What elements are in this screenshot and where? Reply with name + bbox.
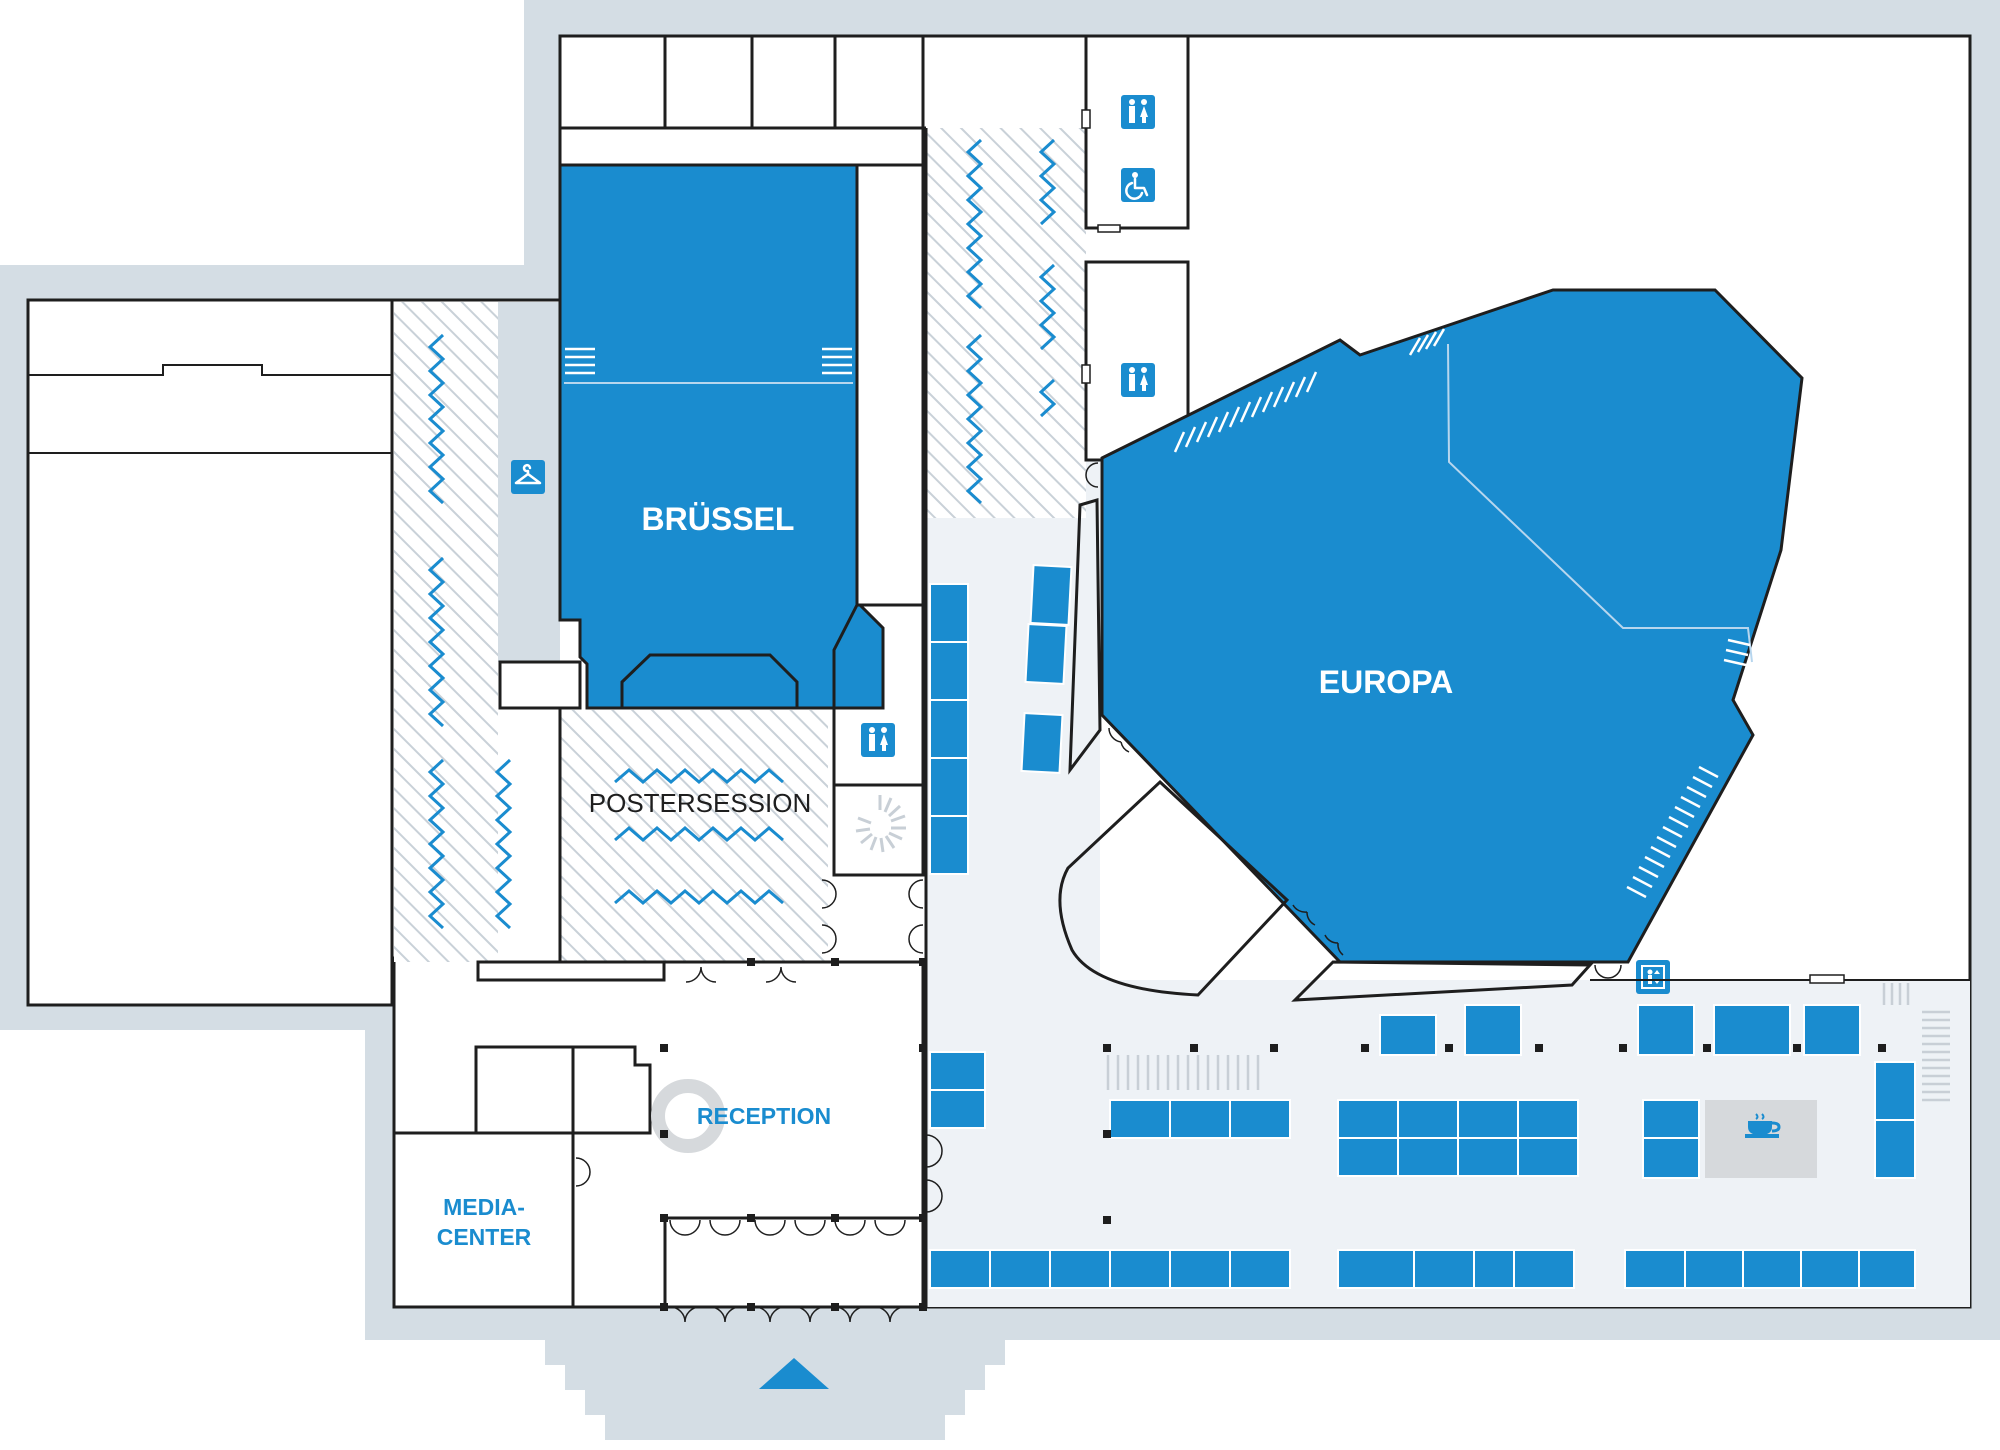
restroom-icon bbox=[1121, 95, 1155, 129]
restroom-block-upper bbox=[1084, 34, 1190, 230]
room-label-mediacenter-2: CENTER bbox=[437, 1224, 532, 1250]
poster-walls bbox=[427, 138, 1057, 930]
hatched-corridor-left bbox=[394, 302, 498, 962]
pillars bbox=[660, 958, 1886, 1311]
europa-foyer-ramp bbox=[1291, 960, 1594, 1002]
doors bbox=[575, 462, 1622, 1323]
restroom-icon bbox=[861, 723, 895, 757]
room-label-reception: RECEPTION bbox=[697, 1103, 831, 1129]
wheelchair-restroom-icon bbox=[1121, 168, 1155, 202]
lobby-wedge bbox=[1068, 498, 1102, 775]
bruessel-stairs-left bbox=[565, 347, 595, 375]
foyer-stairs bbox=[1106, 983, 1950, 1102]
hatched-corridor-top bbox=[926, 128, 1086, 518]
catering-area bbox=[1705, 1100, 1817, 1178]
coffee-cup-icon bbox=[1745, 1113, 1781, 1138]
entrance-arrow-icon bbox=[759, 1358, 829, 1389]
bruessel-stairs-right bbox=[822, 347, 852, 375]
service-corridor bbox=[855, 163, 925, 607]
room-label-bruessel: BRÜSSEL bbox=[642, 501, 795, 537]
elevator-icon bbox=[1636, 960, 1670, 994]
europa-stairs-right bbox=[1626, 638, 1751, 899]
foyer-area bbox=[926, 455, 1970, 1307]
left-annex bbox=[26, 298, 394, 1007]
europa-stairs-top bbox=[1173, 328, 1446, 453]
top-rooms bbox=[560, 36, 926, 167]
cloakroom-hanger-icon bbox=[511, 460, 545, 494]
lobby-lounge bbox=[1058, 779, 1290, 997]
bruessel-hall bbox=[558, 163, 885, 710]
bruessel-stage bbox=[620, 653, 799, 710]
left-annex-partition bbox=[28, 364, 392, 454]
restroom-icon bbox=[1121, 363, 1155, 397]
room-label-europa: EUROPA bbox=[1319, 664, 1454, 700]
room-label-postersession: POSTERSESSION bbox=[589, 788, 812, 818]
reception-desk bbox=[651, 1079, 725, 1153]
reception-wall-bar bbox=[476, 960, 666, 982]
exhibitor-booths bbox=[929, 563, 1916, 1289]
spiral-staircase-icon bbox=[855, 795, 906, 853]
room-label-mediacenter-1: MEDIA- bbox=[443, 1194, 525, 1220]
